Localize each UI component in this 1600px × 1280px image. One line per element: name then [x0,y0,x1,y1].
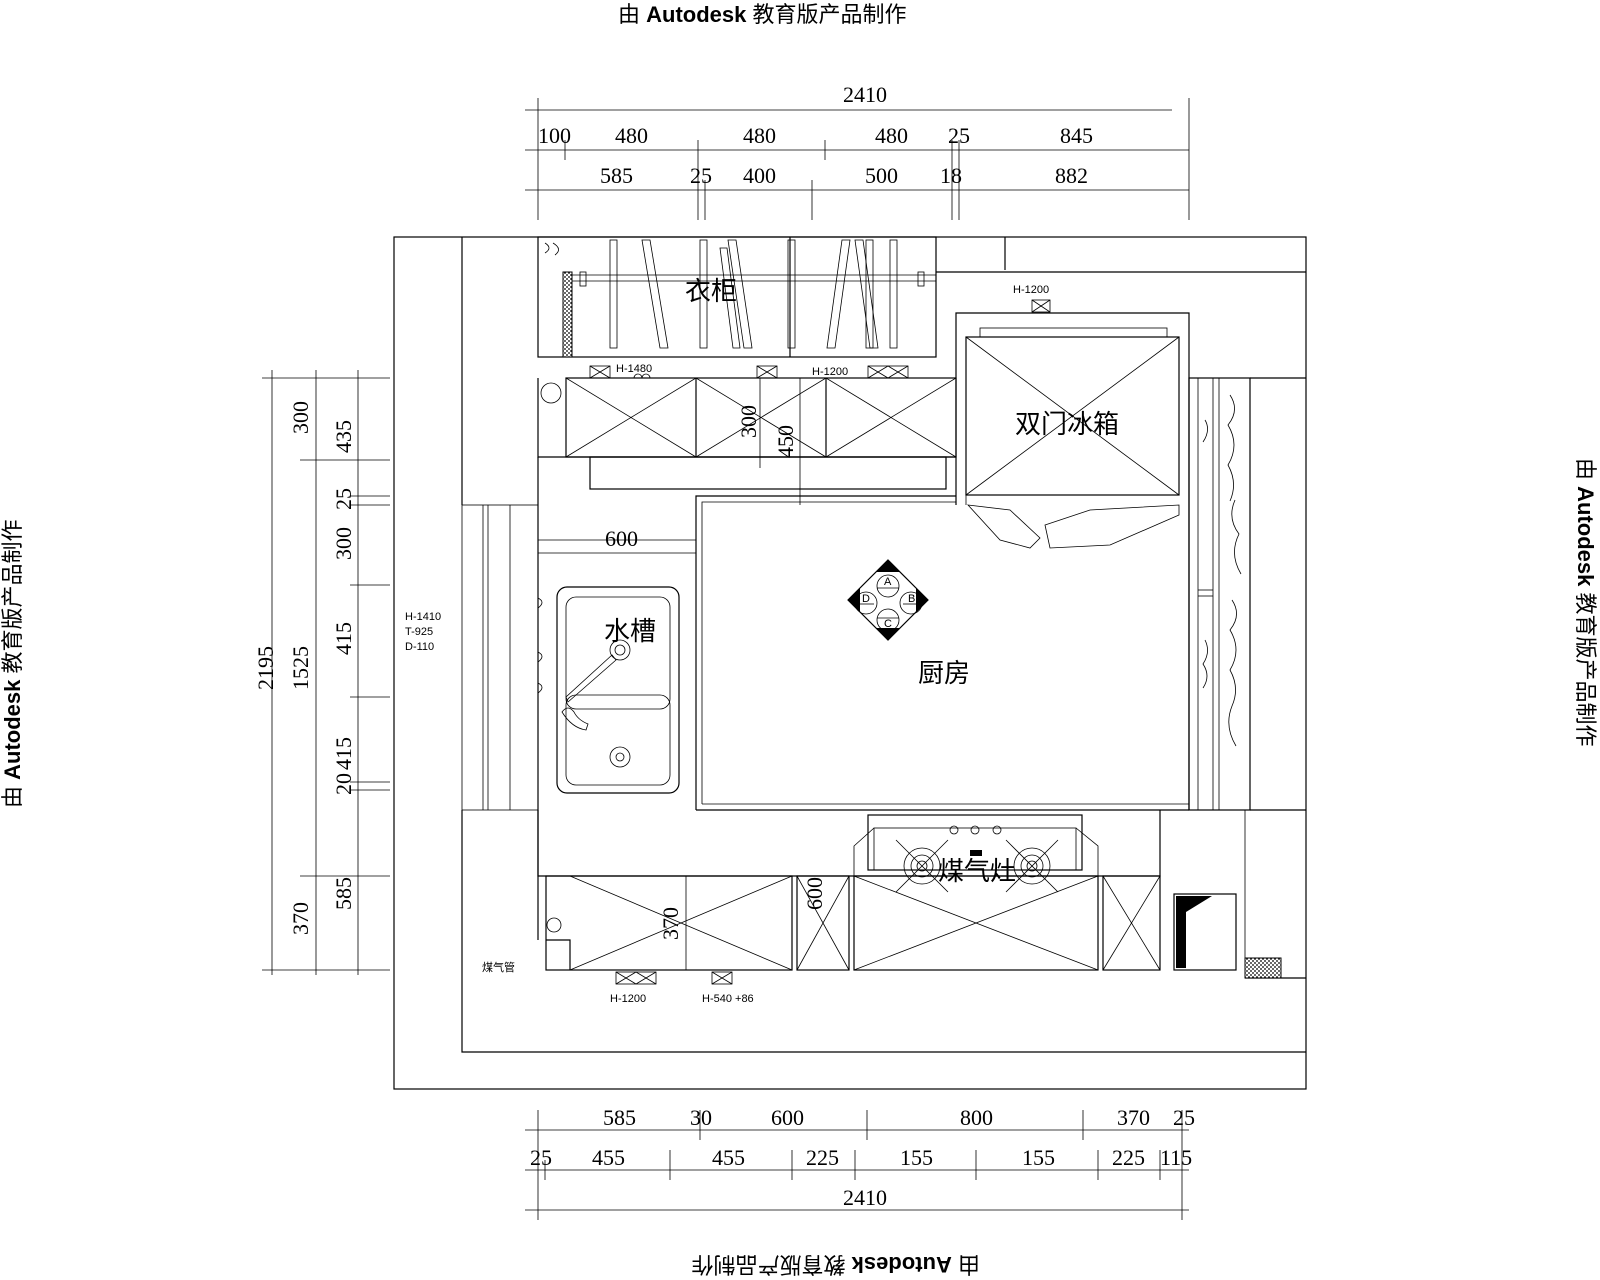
dim-bottom-row2-1: 455 [592,1145,625,1170]
dim-bottom-total: 2410 [843,1185,887,1210]
dim-left-mid-1: 1525 [288,646,313,690]
window-note-2: D-110 [405,641,434,653]
dim-bottom-row2-0: 25 [530,1145,552,1170]
kitchen-label: 厨房 [918,659,970,689]
dim-bottom-row2-3: 225 [806,1145,839,1170]
wardrobe: 衣柜 [537,236,937,358]
stove-label: 煤气灶 [938,857,1016,887]
fridge-label: 双门冰箱 [1015,410,1119,440]
dim-bottom-row1-0: 585 [603,1105,636,1130]
dim-top-row1-5: 845 [1060,123,1093,148]
compass-b: B [908,593,915,605]
compass-symbol: A B C D [847,559,929,641]
dim-left-total: 2195 [253,646,278,690]
sink-counter: 水槽 600 [537,457,697,940]
dim-top-row1-2: 480 [743,123,776,148]
dim-inner-600b: 600 [802,877,827,910]
wardrobe-hangers [609,239,898,349]
burner-right [1005,839,1059,893]
dim-top-row2-0: 585 [600,163,633,188]
dim-top-row2-5: 882 [1055,163,1088,188]
dim-bottom-row2-7: 115 [1160,1145,1192,1170]
left-dimensions: 2195 300 1525 370 435 25 300 415 415 20 … [253,370,390,975]
dim-top-row2-3: 500 [865,163,898,188]
top-dimensions: 2410 100 480 480 480 25 845 585 25 400 5… [525,82,1190,220]
dim-left-inner-6: 585 [331,877,356,910]
watermark-right: 由 Autodesk 教育版产品制作 [1573,458,1598,747]
dim-left-inner-3: 415 [331,622,356,655]
dim-bottom-row1-1: 30 [690,1105,712,1130]
dim-bottom-row2-4: 155 [900,1145,933,1170]
note-fridge: H-1200 [1013,284,1049,296]
dim-left-inner-5: 20 [331,773,356,795]
note-gas-pipe: 煤气管 [482,960,515,974]
watermark-left: 由 Autodesk 教育版产品制作 [0,519,25,808]
dim-top-row2-2: 400 [743,163,776,188]
window-note-0: H-1410 [405,611,441,623]
sink-label: 水槽 [604,617,656,647]
dim-left-mid-0: 300 [288,401,313,434]
dim-top-total: 2410 [843,82,887,107]
dim-left-inner-0: 435 [331,420,356,453]
compass-c: C [884,618,892,630]
dim-bottom-row1-5: 25 [1173,1105,1195,1130]
watermark-bottom: 由 Autodesk 教育版产品制作 [691,1252,980,1277]
dim-bottom-row1-4: 370 [1117,1105,1150,1130]
gas-stove: 煤气灶 [853,814,1099,893]
dim-bottom-row2-6: 225 [1112,1145,1145,1170]
duct [1173,810,1282,979]
window-note-1: T-925 [405,626,433,638]
dim-top-row1-0: 100 [538,123,571,148]
dim-top-row1-4: 25 [948,123,970,148]
wardrobe-label: 衣柜 [685,277,737,307]
burner-left [895,839,949,893]
fridge: H-1200 双门冰箱 [955,284,1190,549]
dim-top-row2-1: 25 [690,163,712,188]
dim-left-inner-1: 25 [331,488,356,510]
dim-inner-450: 450 [773,425,798,458]
dim-bottom-row2-2: 455 [712,1145,745,1170]
dim-top-row1-3: 480 [875,123,908,148]
dim-inner-600: 600 [605,526,638,551]
note-top-cabinet-2: H-1200 [812,366,848,378]
right-window [1188,377,1251,811]
dim-top-row1-1: 480 [615,123,648,148]
compass-d: D [862,593,870,605]
compass-a: A [884,576,892,588]
dim-bottom-row1-2: 600 [771,1105,804,1130]
dim-top-row2-4: 18 [940,163,962,188]
top-cabinets: H-1480 H-1200 300 450 [537,363,957,505]
dim-inner-300: 300 [736,405,761,438]
dim-bottom-row1-3: 800 [960,1105,993,1130]
dim-left-inner-4: 415 [331,737,356,770]
dim-left-inner-2: 300 [331,527,356,560]
left-window: H-1410 T-925 D-110 [405,504,539,811]
bottom-dimensions: 585 30 600 800 370 25 25 455 455 225 155… [525,1105,1195,1220]
note-top-cabinet-1: H-1480 [616,363,652,375]
watermark-top: 由 Autodesk 教育版产品制作 [618,2,907,27]
note-bottom-2: H-540 +86 [702,993,754,1005]
bottom-counter: 370 600 H-1200 H-540 +86 煤气管 [482,810,1161,1005]
note-bottom-1: H-1200 [610,993,646,1005]
dim-left-mid-2: 370 [288,902,313,935]
walls [393,236,1307,1090]
dim-bottom-row2-5: 155 [1022,1145,1055,1170]
dim-inner-370: 370 [658,907,683,940]
kitchen-area: 厨房 [695,495,1190,811]
